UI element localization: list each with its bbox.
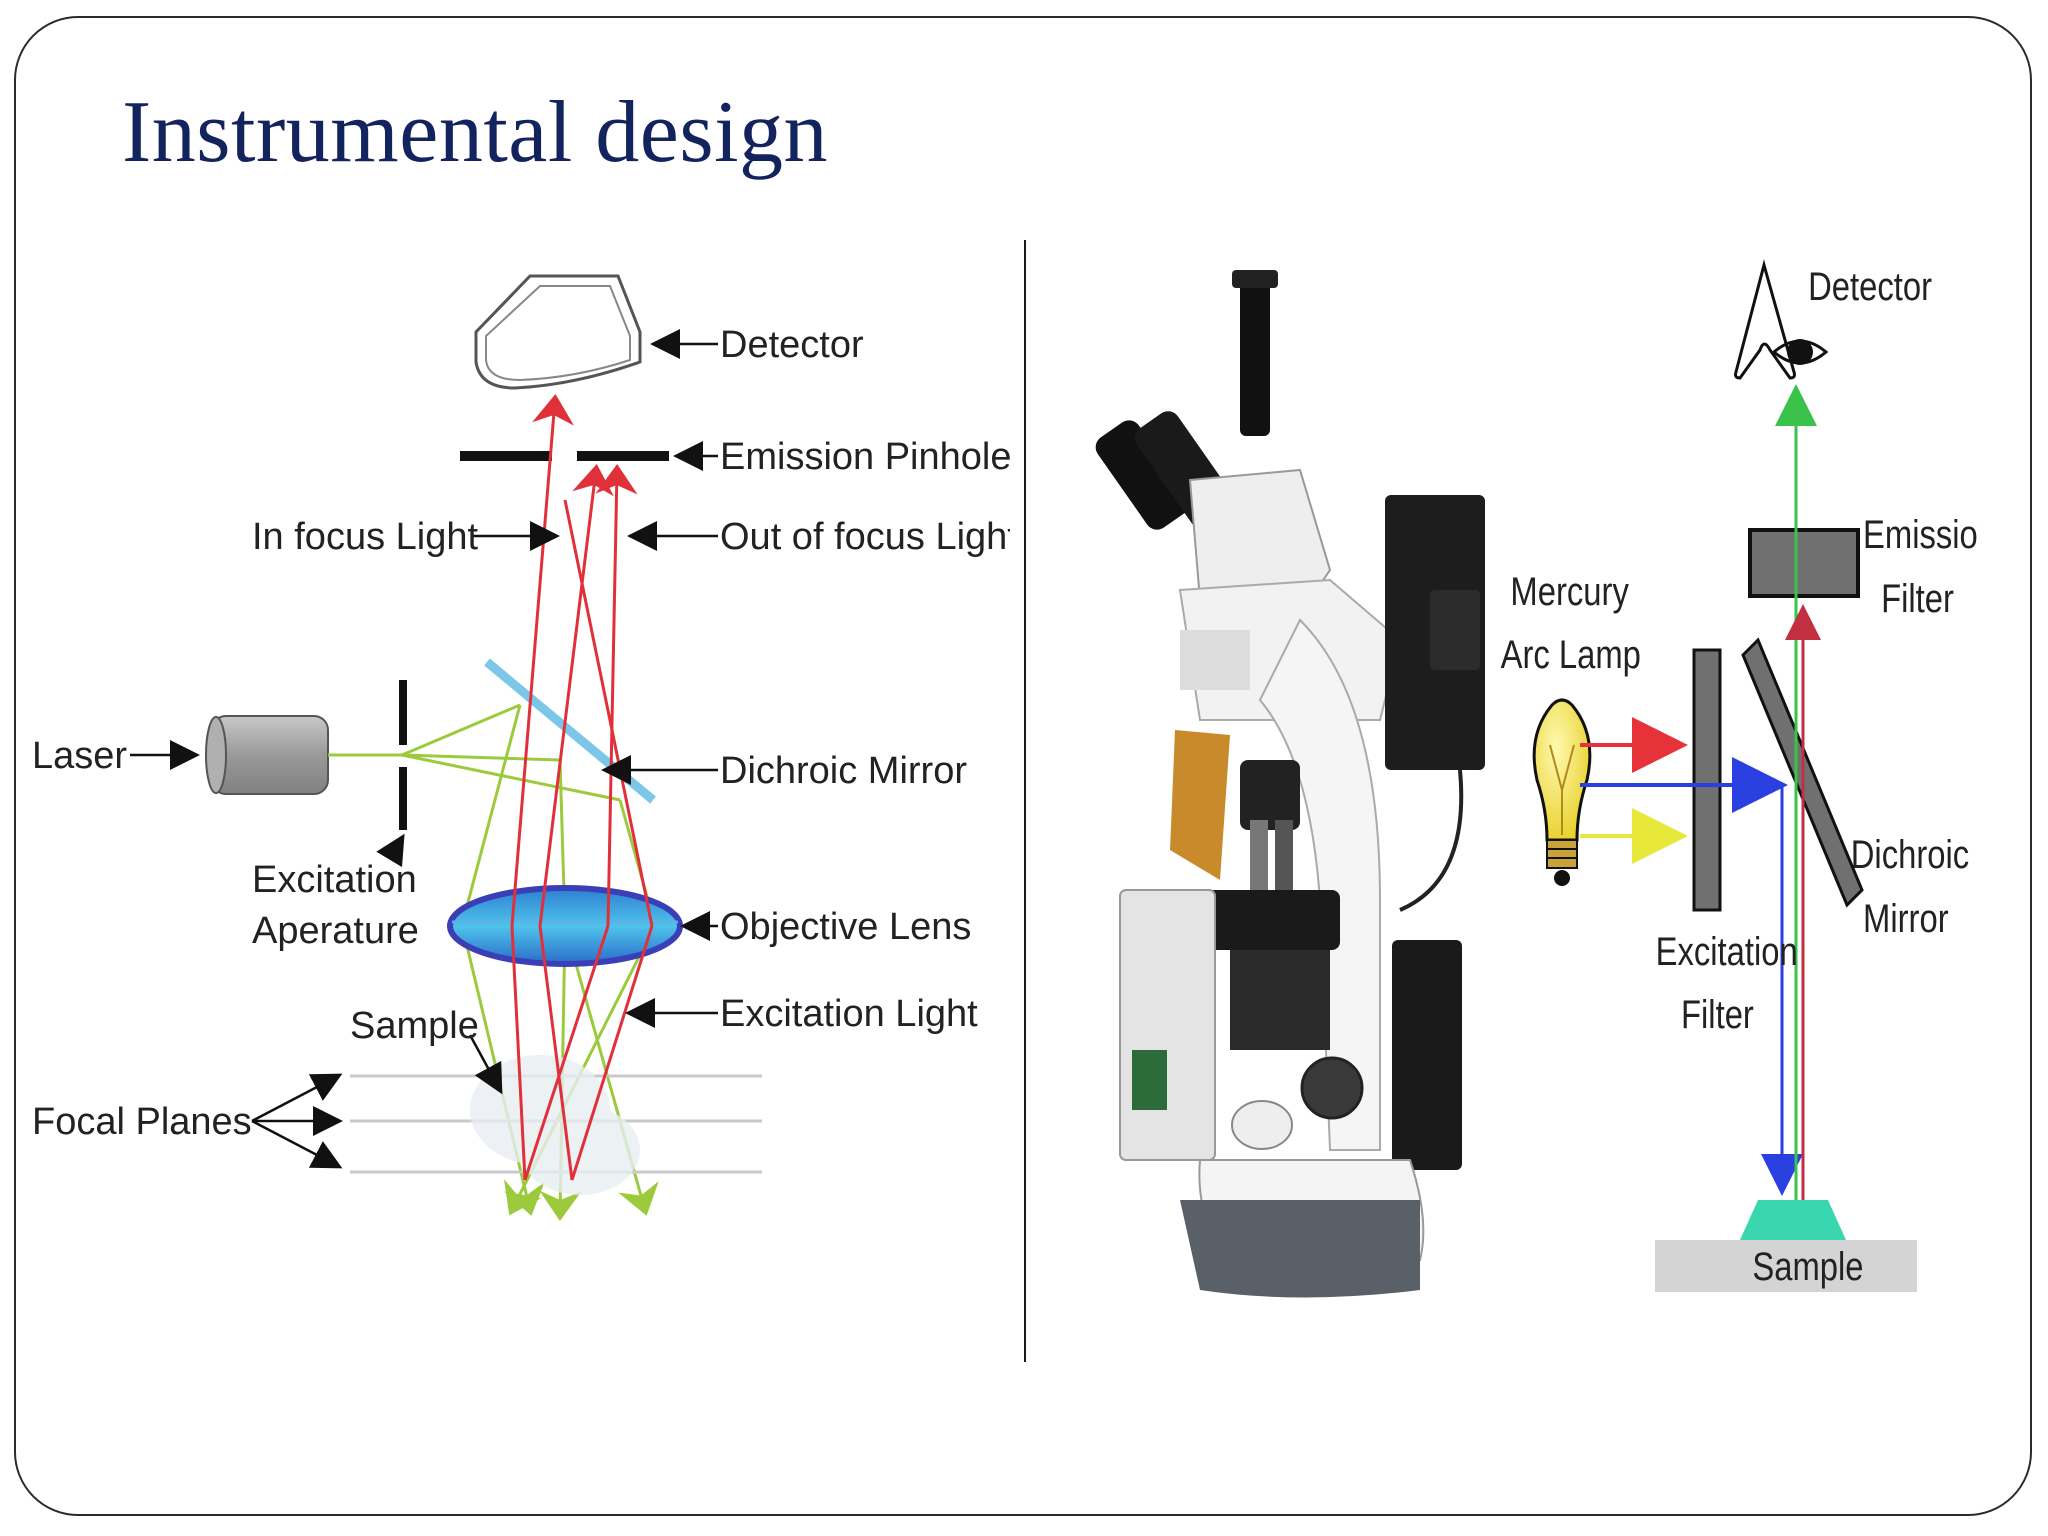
excitation-filter-shape (1692, 648, 1722, 912)
label-focal-planes: Focal Planes (32, 1101, 252, 1143)
label-sample-right: Sample (1752, 1244, 1863, 1289)
label-excitation-light: Excitation Light (720, 993, 978, 1035)
label-in-focus-light: In focus Light (252, 516, 478, 558)
microscope-illustration (1095, 270, 1485, 1298)
emission-beams (510, 394, 654, 1181)
eye-detector-shape (1734, 259, 1829, 380)
label-dichroic-mirror: Dichroic Mirror (720, 750, 967, 792)
label-emission-filter-2: Filter (1881, 576, 1954, 621)
focal-plane-pointer-1 (251, 1073, 343, 1123)
label-mercury-2: Arc Lamp (1501, 632, 1641, 677)
label-dichroic-2: Mirror (1863, 896, 1949, 941)
slide-title: Instrumental design (122, 84, 829, 181)
detector-shape (474, 274, 642, 390)
label-excitation-aperature-1: Excitation (252, 859, 417, 901)
emission-pinhole-right (577, 451, 669, 461)
label-out-of-focus-light: Out of focus Light (720, 516, 1010, 558)
emission-filter-shape (1748, 528, 1860, 598)
fluorescence-diagram: Detector Mercury Arc Lamp Emission Filte… (1501, 259, 1980, 1292)
sample-specimen (470, 1055, 640, 1195)
label-emission-filter-1: Emission (1863, 512, 1980, 557)
label-objective-lens: Objective Lens (720, 906, 971, 948)
mercury-lamp-bulb (1532, 698, 1592, 886)
label-detector-right: Detector (1808, 264, 1932, 309)
label-detector: Detector (720, 324, 864, 366)
label-sample: Sample (350, 1005, 479, 1047)
laser-shape (205, 715, 329, 795)
label-laser: Laser (32, 735, 127, 777)
aperture-pointer (376, 833, 405, 868)
diagram-divider (1024, 240, 1026, 1362)
focal-plane-pointer-3 (251, 1119, 343, 1169)
confocal-diagram: Detector Emission Pinhole In focus Light… (32, 274, 1010, 1221)
label-emission-pinhole: Emission Pinhole (720, 436, 1010, 478)
label-dichroic-1: Dichroic (1851, 832, 1969, 877)
sample-stage-shape (1655, 1200, 1917, 1292)
label-mercury-1: Mercury (1510, 569, 1629, 614)
emission-pinhole-left (460, 451, 552, 461)
objective-lens-shape (447, 885, 683, 967)
label-excitation-filter-2: Filter (1681, 992, 1754, 1037)
sample-pointer (468, 1034, 503, 1095)
label-excitation-filter-1: Excitation (1656, 929, 1798, 974)
label-excitation-aperature-2: Aperature (252, 910, 419, 952)
